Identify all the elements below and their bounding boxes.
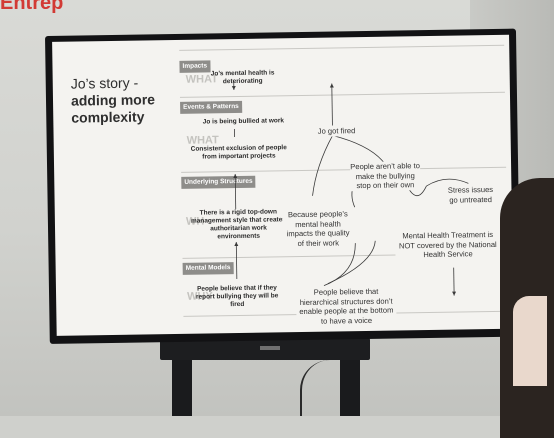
note-hierarchical-structures: People believe that hierarchical structu… <box>296 287 397 327</box>
tv-monitor: Jo’s story - adding more complexity Impa… <box>45 29 521 344</box>
note-nhs-coverage: Mental Health Treatment is NOT covered b… <box>395 230 500 260</box>
wall-banner: Entrep <box>0 0 120 10</box>
structure-text: There is a rigid top-down management sty… <box>191 208 286 241</box>
person-face <box>513 296 547 386</box>
stand-logo <box>260 346 280 350</box>
event-text-bullied: Jo is being bullied at work <box>193 117 293 127</box>
event-text-exclusion: Consistent exclusion of people from impo… <box>189 144 289 162</box>
note-cant-stop-bullying: People aren’t able to make the bullying … <box>350 161 420 191</box>
model-text: People believe that if they report bully… <box>194 284 280 309</box>
stand-leg-left <box>172 352 192 416</box>
note-stress-untreated: Stress issues go untreated <box>444 185 496 205</box>
stand-leg-right <box>340 352 360 416</box>
note-quality-of-work: Because people’s mental health impacts t… <box>283 209 354 248</box>
note-jo-got-fired: Jo got fired <box>311 126 361 136</box>
impact-text: Jo’s mental health is deteriorating <box>203 69 283 86</box>
slide-screen: Jo’s story - adding more complexity Impa… <box>52 35 514 336</box>
